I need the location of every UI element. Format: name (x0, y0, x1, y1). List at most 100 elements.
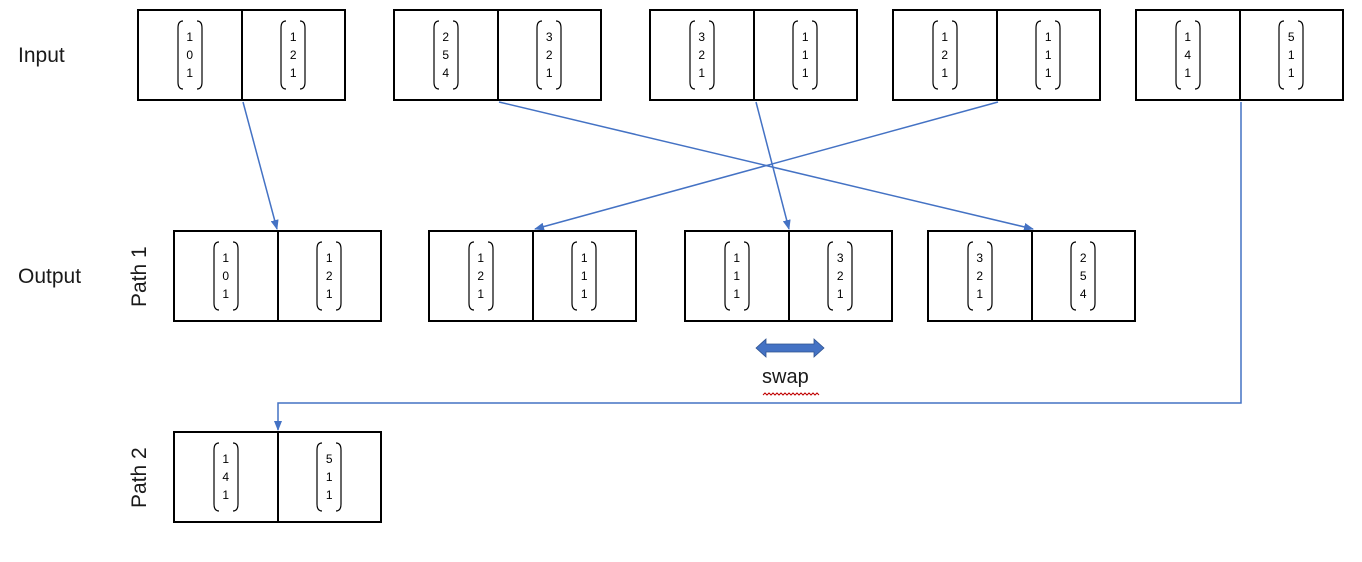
right-bracket (452, 20, 459, 90)
left-bracket (316, 241, 323, 311)
right-bracket (232, 442, 239, 512)
vector-entry: 0 (186, 48, 194, 62)
left-bracket (1175, 20, 1181, 90)
right-bracket (1055, 20, 1061, 90)
vector-entry: 2 (1079, 251, 1087, 265)
vector-entry: 1 (289, 66, 297, 80)
output-label: Output (18, 265, 82, 288)
bracket-icon (280, 20, 306, 90)
vector-entry: 3 (976, 251, 984, 265)
right-bracket (847, 241, 853, 311)
vector-entry: 3 (836, 251, 844, 265)
right-bracket (743, 241, 750, 311)
right-bracket (556, 20, 562, 90)
vector-entry: 2 (836, 269, 844, 283)
vector-entry: 1 (580, 269, 588, 283)
input-label: Input (18, 44, 65, 67)
input-cell-right: 5 1 1 (1238, 11, 1343, 99)
input-cell-left: 1 2 1 (894, 11, 996, 99)
vector-entry: 1 (733, 269, 741, 283)
bracket-icon (213, 241, 239, 311)
vector-entry: 1 (1044, 30, 1052, 44)
vector-entry: 1 (1044, 66, 1052, 80)
bracket-icon (536, 20, 562, 90)
vector-entry: 1 (222, 452, 230, 466)
right-bracket (591, 241, 597, 311)
vector-entry: 2 (289, 48, 297, 62)
vector-entry: 1 (186, 30, 194, 44)
vector-entry: 1 (801, 66, 809, 80)
vector-entry: 5 (1287, 30, 1295, 44)
vector-entry: 1 (477, 287, 485, 301)
vector-entry: 1 (1287, 66, 1295, 80)
vector-entry: 1 (1044, 48, 1052, 62)
vector-entry: 1 (1287, 48, 1295, 62)
vector-entry: 1 (733, 287, 741, 301)
left-bracket (967, 241, 973, 311)
vector-entry: 1 (941, 66, 949, 80)
right-bracket (708, 20, 715, 90)
bracket-icon (1175, 20, 1201, 90)
right-bracket (1194, 20, 1201, 90)
right-bracket (1090, 241, 1096, 311)
left-bracket (724, 241, 730, 311)
bracket-icon (213, 442, 239, 512)
vector-entry: 3 (545, 30, 553, 44)
bracket-icon (967, 241, 993, 311)
vector-entry: 1 (222, 287, 230, 301)
connector-input1-to-path1-1 (242, 101, 279, 230)
left-bracket (1070, 241, 1077, 311)
vector: 1 2 1 (932, 20, 958, 90)
left-bracket (932, 20, 938, 90)
vector-entry: 4 (442, 66, 450, 80)
bracket-icon (177, 20, 203, 90)
vector: 5 1 1 (1278, 20, 1304, 90)
connector-input5-to-path2 (274, 102, 1242, 431)
swap-label: swap (762, 366, 809, 388)
input-cell-right: 1 1 1 (995, 11, 1100, 99)
bracket-icon (1035, 20, 1061, 90)
bracket-icon (316, 241, 342, 311)
left-bracket (468, 241, 474, 311)
right-bracket (336, 442, 342, 512)
bracket-icon (689, 20, 715, 90)
left-bracket (177, 20, 183, 90)
vector-entry: 1 (941, 30, 949, 44)
vector-entry: 1 (325, 251, 333, 265)
left-bracket (689, 20, 695, 90)
bracket-icon (1278, 20, 1304, 90)
right-bracket (232, 241, 239, 311)
vector-entry: 3 (698, 30, 706, 44)
left-bracket (213, 442, 219, 512)
bracket-icon (468, 241, 494, 311)
bracket-icon (827, 241, 853, 311)
vector-entry: 1 (325, 488, 333, 502)
vector-entry: 1 (698, 66, 706, 80)
vector-entry: 2 (941, 48, 949, 62)
vector-entry: 1 (325, 470, 333, 484)
bracket-icon (1070, 241, 1096, 311)
